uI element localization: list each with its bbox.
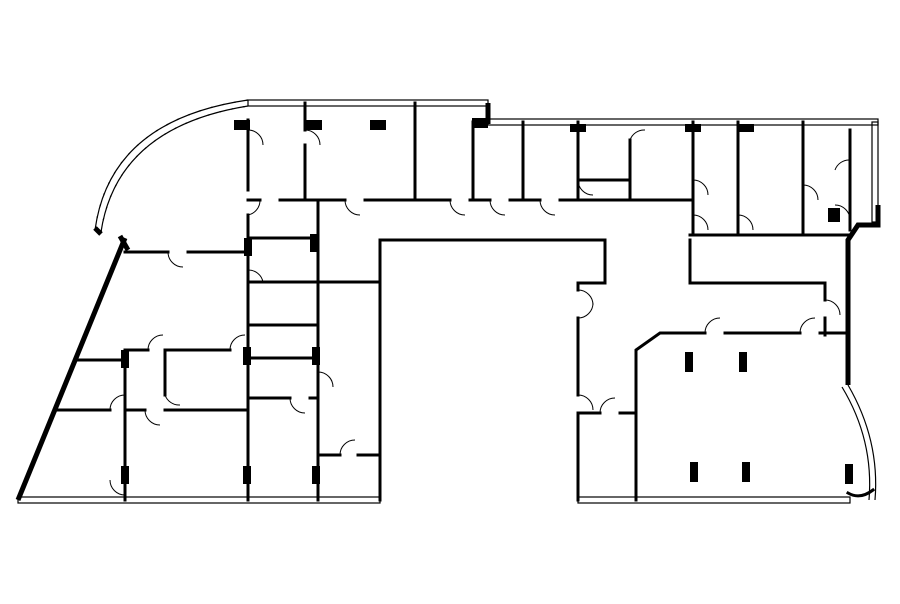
- windows: [17, 99, 879, 504]
- window-curve-right: [841, 384, 877, 501]
- columns: [121, 118, 853, 484]
- column: [742, 462, 750, 482]
- column: [685, 124, 701, 132]
- column: [370, 120, 386, 130]
- column: [739, 352, 747, 372]
- column: [121, 466, 129, 484]
- column: [243, 347, 251, 365]
- column: [312, 347, 320, 365]
- window-curve-left: [94, 99, 249, 233]
- column: [685, 352, 693, 372]
- column: [244, 238, 252, 256]
- doors: [109, 129, 851, 496]
- column: [121, 350, 129, 368]
- window-top-left: [247, 99, 489, 107]
- column: [243, 466, 251, 484]
- window-top-right: [487, 118, 879, 126]
- window-curve-left-frame: [94, 99, 249, 233]
- column: [472, 118, 488, 128]
- column: [690, 462, 698, 482]
- exterior-walls: [15, 103, 881, 501]
- window-bottom-left: [17, 496, 381, 504]
- column: [570, 124, 586, 132]
- column: [306, 120, 322, 130]
- column: [310, 234, 318, 252]
- interior-walls: [56, 101, 852, 502]
- window-bottom-right: [577, 496, 851, 504]
- column: [738, 124, 754, 132]
- column: [234, 120, 250, 130]
- column: [845, 464, 853, 484]
- column: [312, 466, 320, 484]
- window-right: [871, 121, 879, 223]
- column: [828, 208, 840, 222]
